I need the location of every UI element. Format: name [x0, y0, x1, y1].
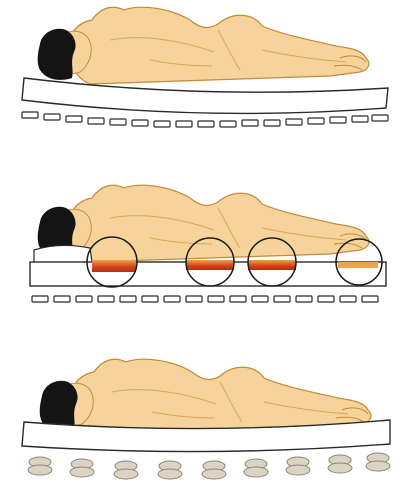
panel-1-slats [22, 112, 388, 127]
panel-2-pillow [34, 245, 92, 264]
panel-1-mattress [22, 78, 388, 113]
panel-2-slats [32, 296, 378, 302]
panel-1-figure [38, 7, 369, 84]
panel-3-pocket-supports [28, 453, 390, 479]
